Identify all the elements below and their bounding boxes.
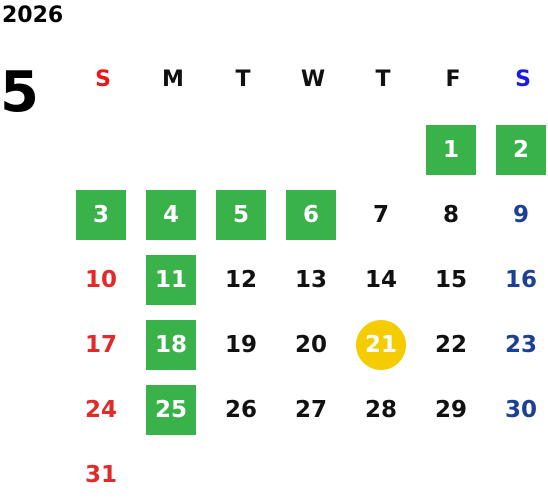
weekday-wednesday: W xyxy=(300,67,326,92)
day-cell-27[interactable]: 27 xyxy=(294,397,327,423)
day-cell-13[interactable]: 13 xyxy=(294,267,327,293)
day-cell-19[interactable]: 19 xyxy=(224,332,257,358)
day-cell-9[interactable]: 9 xyxy=(512,202,529,228)
weekday-friday: F xyxy=(445,67,461,92)
day-cell-29[interactable]: 29 xyxy=(434,397,467,423)
day-cell-2[interactable]: 2 xyxy=(496,125,546,175)
day-cell-7[interactable]: 7 xyxy=(372,202,389,228)
weekday-tuesday: T xyxy=(235,67,251,92)
day-cell-18[interactable]: 18 xyxy=(146,320,196,370)
day-cell-11[interactable]: 11 xyxy=(146,255,196,305)
day-cell-31[interactable]: 31 xyxy=(84,462,117,488)
day-cell-20[interactable]: 20 xyxy=(294,332,327,358)
weekday-monday: M xyxy=(162,67,184,92)
day-cell-28[interactable]: 28 xyxy=(364,397,397,423)
day-cell-26[interactable]: 26 xyxy=(224,397,257,423)
day-cell-4[interactable]: 4 xyxy=(146,190,196,240)
year-label: 2026 xyxy=(2,3,64,28)
day-cell-25[interactable]: 25 xyxy=(146,385,196,435)
day-cell-3[interactable]: 3 xyxy=(76,190,126,240)
weekday-sunday: S xyxy=(95,67,111,92)
day-cell-8[interactable]: 8 xyxy=(442,202,459,228)
day-cell-30[interactable]: 30 xyxy=(504,397,537,423)
weekday-saturday: S xyxy=(515,67,531,92)
day-cell-17[interactable]: 17 xyxy=(84,332,117,358)
month-number: 5 xyxy=(0,60,39,125)
day-cell-10[interactable]: 10 xyxy=(84,267,117,293)
day-cell-16[interactable]: 16 xyxy=(504,267,537,293)
day-cell-5[interactable]: 5 xyxy=(216,190,266,240)
day-cell-6[interactable]: 6 xyxy=(286,190,336,240)
day-cell-15[interactable]: 15 xyxy=(434,267,467,293)
day-cell-14[interactable]: 14 xyxy=(364,267,397,293)
day-cell-12[interactable]: 12 xyxy=(224,267,257,293)
day-cell-24[interactable]: 24 xyxy=(84,397,117,423)
day-cell-1[interactable]: 1 xyxy=(426,125,476,175)
day-cell-23[interactable]: 23 xyxy=(504,332,537,358)
day-cell-21-today[interactable]: 21 xyxy=(356,320,406,370)
weekday-thursday: T xyxy=(375,67,391,92)
day-cell-22[interactable]: 22 xyxy=(434,332,467,358)
